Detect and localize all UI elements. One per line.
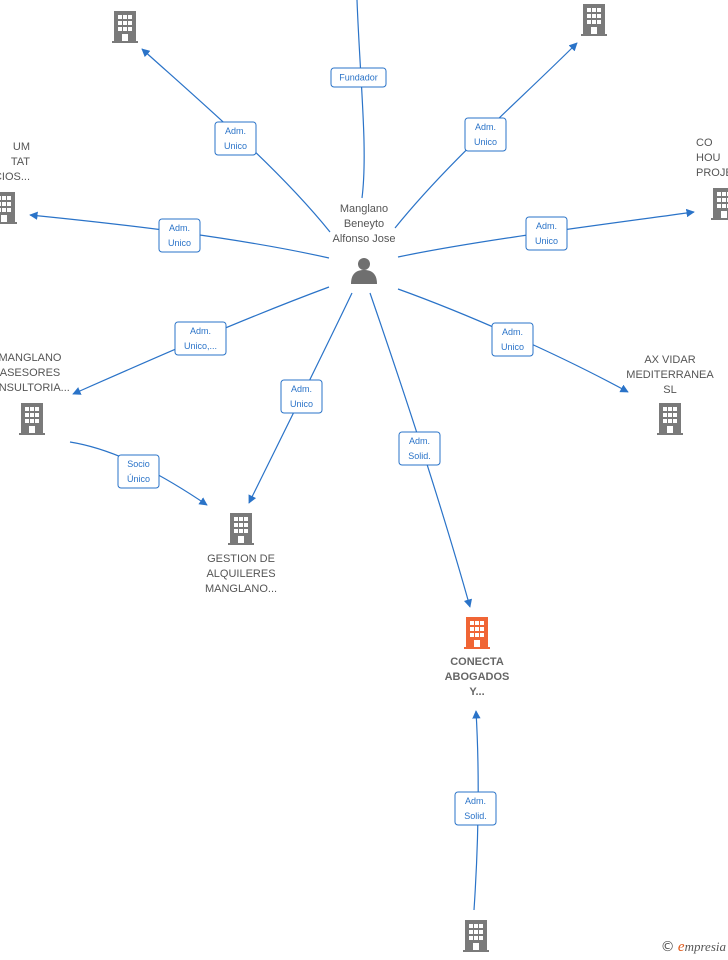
relation-label-text: Adm. (190, 326, 211, 336)
relation-label-box (491, 322, 534, 357)
relation-label-adm-conecta[interactable]: Adm. Solid. (398, 431, 441, 466)
center-person-name-line: Alfonso Jose (333, 233, 396, 245)
company-name-line: UM (13, 141, 30, 153)
company-name-line: CIOS... (0, 171, 30, 183)
relation-label-adm-top-left[interactable]: Adm. Unico (214, 121, 257, 156)
edge-label-layer: FundadorAdm.UnicoAdm.UnicoAdm.UnicoAdm.U… (117, 67, 568, 826)
relation-label-text: Adm. (502, 327, 523, 337)
company-node-right-middle[interactable]: AX VIDAR MEDITERRANEA SL (626, 354, 714, 435)
relation-label-box (280, 379, 323, 414)
relation-label-text: Adm. (169, 223, 190, 233)
relation-label-text: Unico,... (184, 341, 217, 351)
company-name-line: HOU (696, 152, 721, 164)
center-person-name-line: Manglano (340, 203, 388, 215)
relation-label-text: Unico (535, 236, 558, 246)
copyright-icon: © (660, 939, 675, 955)
relation-label-box (525, 216, 568, 251)
building-icon (657, 403, 683, 435)
company-name-line: MANGLANO... (205, 583, 277, 595)
building-icon (711, 188, 728, 220)
company-name-line: ALQUILERES (206, 568, 275, 580)
building-icon (0, 192, 17, 224)
building-icon (581, 4, 607, 36)
building-icon (228, 513, 254, 545)
relation-label-box (464, 117, 507, 152)
company-node-bottom[interactable] (463, 920, 489, 952)
relation-label-text: Socio (127, 459, 150, 469)
company-node-conecta[interactable]: CONECTA ABOGADOS Y... (445, 617, 510, 698)
relation-label-text: Adm. (536, 221, 557, 231)
relation-label-box (454, 791, 497, 826)
center-person-name-line: Beneyto (344, 218, 384, 230)
relation-label-text: Unico (290, 399, 313, 409)
company-node-right-upper[interactable]: CO HOU PROJE (696, 137, 728, 220)
relation-label-text: Unico (474, 137, 497, 147)
company-name-line: ASESORES (0, 367, 60, 379)
relation-label-text: Adm. (409, 436, 430, 446)
company-name-line: AX VIDAR (644, 354, 695, 366)
company-node-gestion[interactable]: GESTION DE ALQUILERES MANGLANO... (205, 513, 277, 595)
company-name-line: TAT (11, 156, 30, 168)
company-name-line: SL (663, 384, 676, 396)
building-icon (464, 617, 490, 649)
relation-label-text: Solid. (408, 451, 431, 461)
person-icon (351, 258, 377, 284)
relation-label-text: Adm. (291, 384, 312, 394)
relation-label-text: Fundador (339, 73, 378, 83)
relation-label-text: Unico (168, 238, 191, 248)
building-icon (112, 11, 138, 43)
brand-logo-text: mpresia (684, 939, 726, 954)
relation-label-adm-top-right[interactable]: Adm. Unico (464, 117, 507, 152)
relation-label-text: Adm. (225, 126, 246, 136)
company-name-line: CONECTA (450, 656, 504, 668)
company-name-line: MEDITERRANEA (626, 369, 714, 381)
company-name-line: ABOGADOS (445, 671, 510, 683)
relation-label-text: Unico (501, 342, 524, 352)
building-icon (463, 920, 489, 952)
relation-label-text: Adm. (475, 122, 496, 132)
company-name-line: CO (696, 137, 713, 149)
copyright-footer: © empresia (661, 939, 726, 956)
relation-label-text: Único (127, 474, 150, 484)
company-node-top-left[interactable] (112, 11, 138, 43)
company-name-line: ONSULTORIA... (0, 382, 70, 394)
company-name-line: GESTION DE (207, 553, 275, 565)
relation-label-adm-left-middle[interactable]: Adm. Unico,... (174, 321, 227, 356)
relation-label-box (330, 67, 387, 88)
company-node-left-upper[interactable]: UM TAT CIOS... (0, 141, 30, 224)
relation-label-box (398, 431, 441, 466)
relation-label-text: Solid. (464, 811, 487, 821)
company-name-line: Y... (469, 686, 484, 698)
relation-label-box (174, 321, 227, 356)
brand-logo-initial: e (677, 939, 685, 955)
relation-label-text: Unico (224, 141, 247, 151)
relation-label-adm-gestion[interactable]: Adm. Unico (280, 379, 323, 414)
relation-label-box (214, 121, 257, 156)
company-name-line: PROJE (696, 167, 728, 179)
relation-label-text: Adm. (465, 796, 486, 806)
company-name-line: MANGLANO (0, 352, 62, 364)
building-icon (19, 403, 45, 435)
relation-label-adm-bottom[interactable]: Adm. Solid. (454, 791, 497, 826)
relation-label-adm-right-middle[interactable]: Adm. Unico (491, 322, 534, 357)
relation-label-adm-left-upper[interactable]: Adm. Unico (158, 218, 201, 253)
relation-label-fundador[interactable]: Fundador (330, 67, 387, 88)
company-node-top-right[interactable] (581, 4, 607, 36)
company-node-left-middle[interactable]: MANGLANO ASESORES ONSULTORIA... (0, 352, 70, 435)
relation-label-adm-right-upper[interactable]: Adm. Unico (525, 216, 568, 251)
relation-label-box (117, 454, 160, 489)
edge-fundador (356, 0, 365, 199)
relation-label-box (158, 218, 201, 253)
